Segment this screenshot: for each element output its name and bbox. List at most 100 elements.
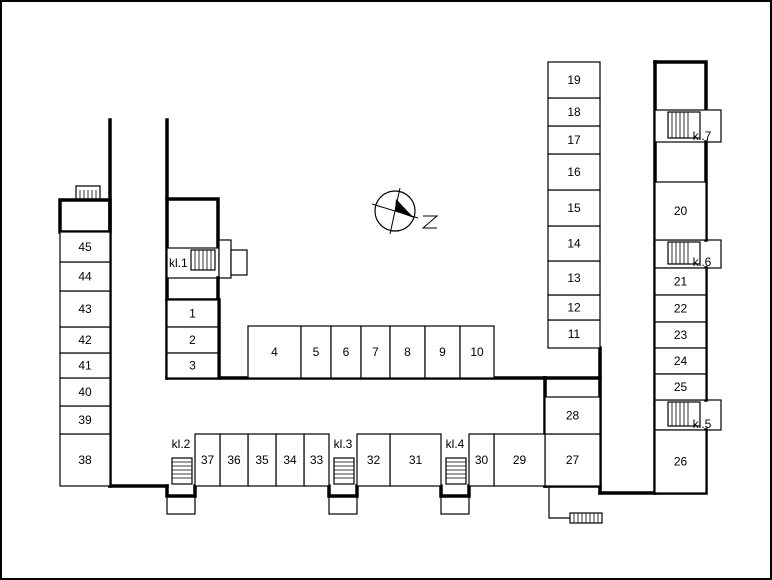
- room-44: [59, 261, 111, 292]
- room-label: 3: [189, 359, 196, 373]
- stair-wall: [165, 484, 197, 498]
- room-13: [547, 260, 601, 296]
- room-38: [59, 433, 111, 487]
- room-label: 31: [409, 453, 423, 467]
- room-22: [654, 294, 707, 323]
- stairwell-label-kl3: kl.3: [334, 437, 353, 451]
- staircase-icon: [171, 457, 193, 485]
- room-4: [247, 325, 302, 379]
- room-label: 13: [567, 271, 581, 285]
- room-26: [654, 429, 707, 494]
- room-label: 14: [567, 237, 581, 251]
- staircase-icon: [573, 513, 599, 523]
- staircase-icon: [334, 461, 354, 479]
- stairwell-label-kl2: kl.2: [172, 437, 191, 451]
- staircase-icon: [671, 112, 689, 138]
- room-label: 34: [283, 453, 297, 467]
- room-label: 19: [567, 73, 581, 87]
- room-label: 41: [78, 359, 92, 373]
- room-label: 12: [567, 301, 581, 315]
- room-45: [59, 231, 111, 263]
- room-label: 16: [567, 165, 581, 179]
- stairwell-label-kl7: kl.7: [693, 129, 712, 143]
- stairwell-label-kl1: kl.1: [169, 256, 188, 270]
- room-label: 27: [566, 453, 580, 467]
- room-label: 37: [201, 453, 215, 467]
- room-label: 30: [475, 453, 489, 467]
- room-6: [330, 325, 362, 379]
- staircase-icon: [333, 457, 355, 485]
- room-label: 6: [343, 345, 350, 359]
- inner-wall: [165, 276, 220, 302]
- room-label: 44: [78, 270, 92, 284]
- room-label: 4: [271, 345, 278, 359]
- room-label: 45: [78, 240, 92, 254]
- room-label: 24: [674, 354, 688, 368]
- room-42: [59, 326, 111, 354]
- room-label: 28: [566, 409, 580, 423]
- stair-kl1-side: [218, 239, 232, 279]
- room-37: [194, 433, 221, 487]
- room-30: [468, 433, 495, 487]
- room-25: [654, 373, 707, 401]
- room-8: [389, 325, 426, 379]
- room-39: [59, 405, 111, 435]
- staircase-icon: [445, 457, 467, 485]
- room-label: 5: [313, 345, 320, 359]
- left-inner-wing: [165, 118, 248, 380]
- inner-wall: [165, 197, 220, 250]
- room-34: [275, 433, 305, 487]
- room-label: 8: [404, 345, 411, 359]
- room-7: [360, 325, 391, 379]
- room-label: 21: [674, 275, 688, 289]
- room-14: [547, 225, 601, 262]
- room-32: [356, 433, 391, 487]
- room-21: [654, 267, 707, 296]
- staircase-icon: [671, 242, 689, 264]
- room-35: [247, 433, 277, 487]
- room-15: [547, 189, 601, 227]
- staircase-icon: [446, 461, 466, 479]
- stair-kl1-box: [230, 249, 248, 276]
- rooms-layer: [59, 61, 707, 494]
- stairwell-label-kl4: kl.4: [446, 437, 465, 451]
- room-label: 7: [372, 345, 379, 359]
- room-31: [389, 433, 442, 487]
- room-27: [544, 433, 601, 487]
- staircase-icon: [671, 402, 689, 426]
- room-2: [166, 326, 219, 354]
- stair-landing: [440, 495, 470, 515]
- room-label: 40: [78, 385, 92, 399]
- room-label: 42: [78, 333, 92, 347]
- stair-wall: [439, 484, 471, 498]
- compass-north-arrow-icon: [371, 187, 439, 235]
- room-24: [654, 347, 707, 375]
- room-label: 18: [567, 105, 581, 119]
- room-label: 38: [78, 453, 92, 467]
- room-19: [547, 61, 601, 99]
- room-label: 26: [674, 455, 688, 469]
- room-40: [59, 377, 111, 407]
- stairwell-label-kl5: kl.5: [693, 417, 712, 431]
- exit-path: [548, 486, 570, 519]
- room-label: 36: [227, 453, 241, 467]
- stair-wall: [327, 484, 359, 498]
- room-10: [459, 325, 495, 379]
- room-17: [547, 125, 601, 155]
- stair-kl1-area: [166, 247, 220, 279]
- room-label: 35: [255, 453, 269, 467]
- room-label: 43: [78, 302, 92, 316]
- room-label: 25: [674, 380, 688, 394]
- stair-landing: [166, 495, 196, 515]
- staircase-icon: [194, 250, 212, 270]
- room-label: 22: [674, 302, 688, 316]
- room-label: 17: [567, 133, 581, 147]
- room-label: 39: [78, 413, 92, 427]
- room-label: 1: [189, 307, 196, 321]
- room-label: 10: [470, 345, 484, 359]
- room-3: [166, 352, 219, 379]
- room-label: 2: [189, 333, 196, 347]
- room-33: [303, 433, 330, 487]
